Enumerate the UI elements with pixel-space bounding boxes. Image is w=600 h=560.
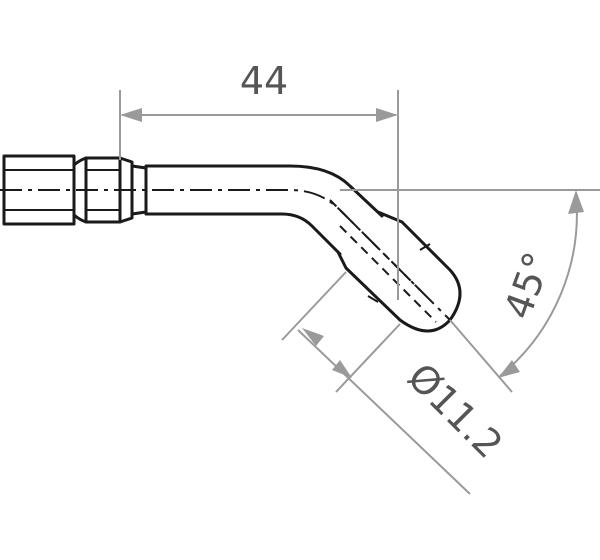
diameter-dimension: Ø11.2 xyxy=(281,271,511,495)
angle-label: 45° xyxy=(496,246,560,324)
length-label: 44 xyxy=(240,59,288,103)
length-dimension: 44 xyxy=(119,59,399,300)
bent-tube xyxy=(144,164,384,256)
angle-dimension: 45° xyxy=(340,189,600,393)
hex-nut xyxy=(2,154,76,226)
center-line xyxy=(0,189,451,321)
